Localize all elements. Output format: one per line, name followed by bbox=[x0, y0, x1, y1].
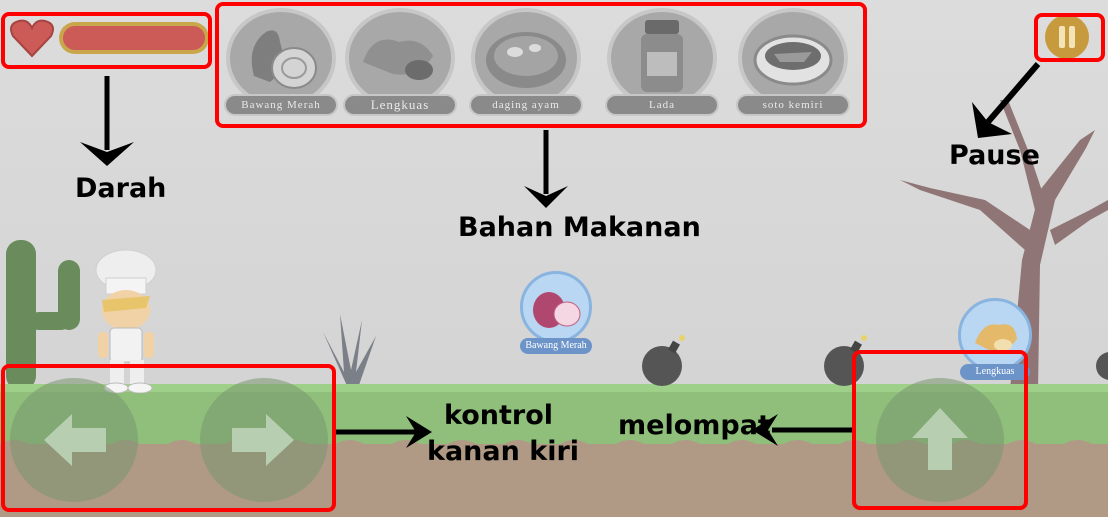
ingredient-slot-bawang-merah: Bawang Merah bbox=[222, 8, 340, 122]
pickup-label: Lengkuas bbox=[960, 364, 1030, 380]
label-kontrol: kontrol bbox=[444, 400, 554, 431]
label-melompat: melompat bbox=[618, 410, 771, 441]
pickup-lengkuas[interactable] bbox=[958, 298, 1032, 372]
pickup-label: Bawang Merah bbox=[520, 338, 592, 354]
heart-icon bbox=[10, 19, 54, 58]
ingredient-label: daging ayam bbox=[469, 94, 583, 116]
galangal-icon bbox=[975, 324, 1017, 352]
move-left-button[interactable] bbox=[10, 378, 138, 502]
label-bahan-makanan: Bahan Makanan bbox=[458, 212, 701, 243]
annotation-arrow-down-left bbox=[972, 62, 1041, 138]
label-darah: Darah bbox=[75, 173, 167, 204]
ingredient-label: soto kemiri bbox=[736, 94, 850, 116]
pepper-jar-icon bbox=[641, 20, 683, 92]
ingredient-slot-soto-kemiri: soto kemiri bbox=[734, 8, 852, 122]
ingredient-slot-lengkuas: Lengkuas bbox=[341, 8, 459, 122]
highlight-move-controls bbox=[1, 364, 336, 512]
pickup-bawang-merah[interactable] bbox=[520, 271, 592, 343]
spiky-bush bbox=[323, 314, 376, 388]
cactus bbox=[6, 240, 80, 390]
arrow-right-icon bbox=[232, 414, 294, 466]
label-kanan-kiri: kanan kiri bbox=[427, 436, 580, 467]
highlight-pause bbox=[1034, 13, 1105, 62]
soto-bowl-icon bbox=[753, 34, 833, 86]
chef-character[interactable] bbox=[88, 248, 168, 393]
arrow-left-icon bbox=[44, 414, 106, 466]
ingredient-label: Lada bbox=[605, 94, 719, 116]
pause-button[interactable] bbox=[1045, 15, 1089, 59]
annotation-arrow-down bbox=[524, 130, 568, 208]
chicken-meat-icon bbox=[486, 32, 566, 88]
highlight-ingredients bbox=[215, 2, 867, 128]
ingredient-slot-daging-ayam: daging ayam bbox=[467, 8, 585, 122]
shallot-icon bbox=[251, 30, 317, 89]
health-hud bbox=[7, 16, 209, 60]
move-right-button[interactable] bbox=[200, 378, 328, 502]
annotation-arrow-down bbox=[80, 76, 134, 166]
highlight-jump-control bbox=[852, 350, 1028, 510]
health-bar bbox=[59, 22, 209, 54]
ingredient-label: Lengkuas bbox=[343, 94, 457, 116]
ingredient-label: Bawang Merah bbox=[224, 94, 338, 116]
annotation-arrow-left bbox=[752, 414, 852, 446]
annotation-arrow-right bbox=[336, 416, 432, 448]
galangal-icon bbox=[363, 39, 433, 80]
jump-button[interactable] bbox=[876, 378, 1004, 502]
health-bar-fill bbox=[63, 26, 205, 50]
ingredient-slot-lada: Lada bbox=[603, 8, 721, 122]
bomb-enemy bbox=[642, 335, 685, 386]
dead-tree bbox=[900, 100, 1108, 390]
highlight-health bbox=[1, 12, 212, 69]
label-pause: Pause bbox=[949, 140, 1040, 171]
shallot-icon bbox=[533, 292, 581, 328]
arrow-up-icon bbox=[912, 408, 968, 470]
